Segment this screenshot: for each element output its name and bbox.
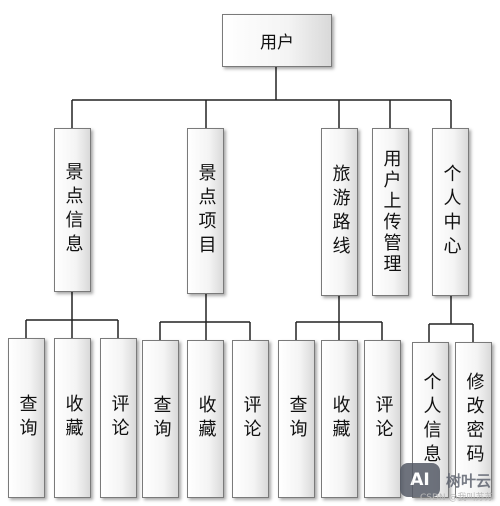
leaf-node-scenic-info-query: 查询 [8,338,45,498]
category-node-scenic-projects: 景点项目 [187,128,224,294]
category-node-scenic-info: 景点信息 [54,128,91,292]
category-node-travel-routes: 旅游路线 [321,128,358,296]
leaf-node-scenic-projects-comment: 评论 [232,340,269,498]
ai-logo-icon: AI [400,463,440,497]
category-label: 旅游路线 [329,164,351,260]
leaf-label: 修改密码 [463,372,485,468]
leaf-node-travel-routes-favorite: 收藏 [321,340,358,498]
category-node-personal-center: 个人中心 [432,128,469,296]
leaf-node-change-password: 修改密码 [455,342,492,498]
watermark-text: 树叶云 [446,471,492,490]
category-node-upload-management: 用户上传管理 [372,128,409,296]
leaf-node-travel-routes-query: 查询 [278,340,315,498]
leaf-node-scenic-info-comment: 评论 [100,338,137,498]
category-label: 用户上传管理 [380,149,402,275]
leaf-label: 收藏 [329,395,351,443]
leaf-label: 查询 [16,394,38,442]
leaf-label: 查询 [150,395,172,443]
watermark-subtext: CSDN @我叫苏苏 [420,493,494,503]
watermark: AI 树叶云 [400,458,500,502]
leaf-node-scenic-projects-query: 查询 [142,340,179,498]
leaf-label: 评论 [108,394,130,442]
category-label: 景点项目 [195,163,217,259]
leaf-label: 收藏 [62,394,84,442]
leaf-node-scenic-projects-favorite: 收藏 [187,340,224,498]
leaf-label: 收藏 [195,395,217,443]
leaf-label: 个人信息 [420,372,442,468]
leaf-node-scenic-info-favorite: 收藏 [54,338,91,498]
root-node-label: 用户 [260,33,294,53]
category-label: 个人中心 [440,164,462,260]
leaf-node-travel-routes-comment: 评论 [364,340,401,498]
category-label: 景点信息 [62,162,84,258]
root-node-user: 用户 [222,14,332,67]
leaf-label: 评论 [240,395,262,443]
leaf-label: 查询 [286,395,308,443]
leaf-label: 评论 [372,395,394,443]
